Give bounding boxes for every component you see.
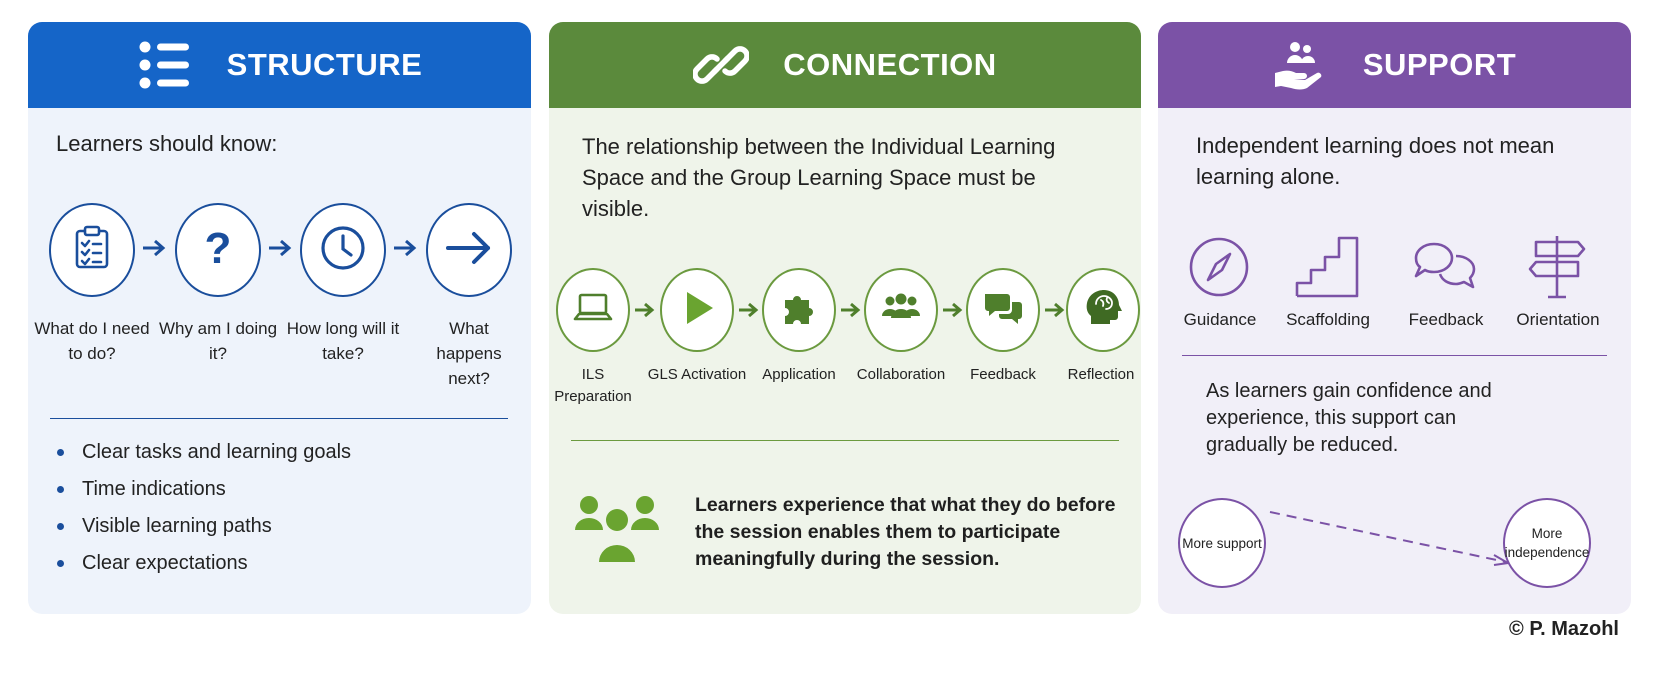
step-next-circle [426,203,512,297]
list-item: Clear tasks and learning goals [54,440,351,464]
step-collaboration-circle [864,268,938,352]
step-gls-circle [660,268,734,352]
compass-icon [1184,232,1254,302]
arrow-right-icon [739,302,759,318]
people-group-icon [573,492,661,564]
step-label: Why am I doing it? [158,319,278,363]
support-item-label: Guidance [1183,310,1257,329]
step-what-circle [49,203,135,297]
signpost-icon [1522,232,1592,302]
step-label: Collaboration [856,366,946,383]
play-icon [675,286,719,335]
arrow-right-icon [269,239,292,257]
step-label: Application [762,366,836,383]
puzzle-piece-icon [777,286,821,335]
step-label: What happens next? [436,319,502,388]
divider [1182,355,1607,356]
more-support-circle: More support [1178,498,1266,588]
stairs-icon [1292,232,1362,302]
chain-link-icon [693,37,750,93]
step-label: GLS Activation [647,366,747,383]
support-note: As learners gain confidence and experien… [1206,380,1492,456]
arrow-right-icon [943,302,963,318]
arrow-right-icon [444,223,494,278]
support-item-label: Feedback [1408,310,1484,329]
arrow-right-icon [394,239,417,257]
structure-intro: Learners should know: [56,131,278,156]
structure-title: STRUCTURE [226,47,423,82]
laptop-icon [571,286,615,335]
step-label: Reflection [1067,366,1135,383]
scale-start-label: More support [1182,535,1262,551]
divider [50,418,508,419]
step-application-circle [762,268,836,352]
step-feedback-circle [966,268,1040,352]
step-ils-circle [556,268,630,352]
step-how-long-circle [300,203,386,297]
support-item-label: Orientation [1516,310,1600,329]
list-item: Time indications [54,477,351,501]
clipboard-checklist-icon [67,223,117,278]
clock-icon [318,223,368,278]
structure-bullets: Clear tasks and learning goals Time indi… [54,440,351,588]
support-item-label: Scaffolding [1286,310,1370,329]
more-independence-circle: More independence [1503,498,1591,588]
step-label: How long will it take? [286,319,400,363]
step-label: What do I need to do? [34,319,150,363]
list-item: Clear expectations [54,551,351,575]
support-panel: SUPPORT Independent learning does not me… [1158,22,1631,614]
step-reflection-circle [1066,268,1140,352]
list-icon [137,37,193,93]
structure-panel: STRUCTURE Learners should know: ? [28,22,531,614]
step-label: Feedback [970,366,1036,383]
arrow-right-icon [635,302,655,318]
connection-statement: Learners experience that what they do be… [695,494,1116,570]
arrow-right-icon [841,302,861,318]
divider [571,440,1119,441]
arrow-right-icon [143,239,166,257]
scale-end-label: More independence [1504,526,1590,560]
question-mark-icon: ? [193,223,243,278]
speech-bubbles-icon [981,286,1025,335]
dashed-arrow [1269,511,1512,566]
support-title: SUPPORT [1362,47,1517,82]
group-icon [879,286,923,335]
svg-text:?: ? [205,224,232,273]
head-brain-icon [1081,286,1125,335]
list-item: Visible learning paths [54,514,351,538]
connection-title: CONNECTION [783,47,997,82]
hand-people-icon [1273,37,1329,93]
arrow-right-icon [1045,302,1065,318]
step-label: ILS Preparation [554,366,632,405]
structure-header: STRUCTURE [28,22,531,108]
chat-bubbles-icon [1410,232,1480,302]
support-header: SUPPORT [1158,22,1631,108]
connection-panel: CONNECTION The relationship between the … [549,22,1141,614]
step-why-circle: ? [175,203,261,297]
connection-intro: The relationship between the Individual … [582,134,1056,221]
copyright: © P. Mazohl [1509,618,1619,640]
support-intro: Independent learning does not mean learn… [1196,133,1555,189]
connection-header: CONNECTION [549,22,1141,108]
